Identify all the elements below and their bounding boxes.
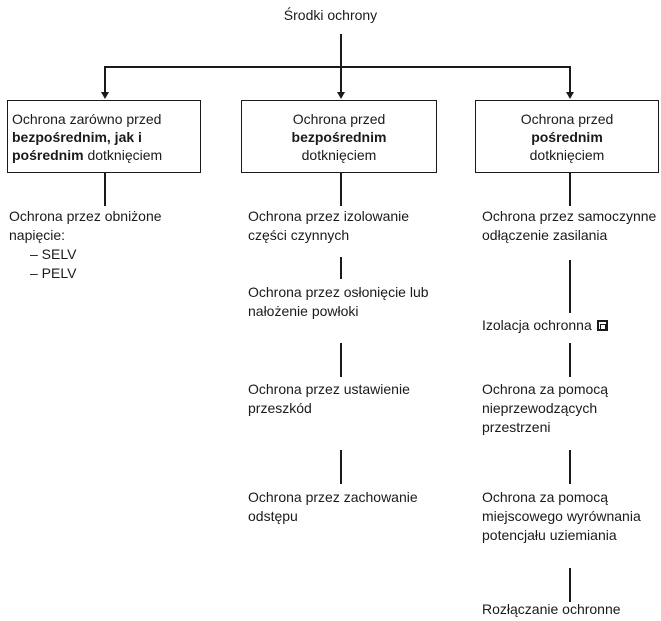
col-2-item-1-line1: Ochrona przez izolowanie	[248, 208, 410, 224]
col-3-item-3-line3: przestrzeni	[482, 419, 551, 435]
col-1-connector-line	[104, 173, 106, 206]
col-2-item-3: Ochrona przez ustawienie przeszkód	[248, 380, 410, 418]
branch-1-box-line2: bezpośrednim, jak i	[12, 128, 200, 146]
col-1-sub-item-selv: – SELV	[30, 246, 77, 262]
col-3-connector-line-4	[569, 450, 571, 484]
col-3-item-1: Ochrona przez samoczynne odłączenie zasi…	[482, 207, 656, 245]
col-3-connector-line-1	[569, 173, 571, 206]
branch-2-box-line2: bezpośrednim	[292, 128, 387, 146]
branch-1-box-line1: Ochrona zarówno przed	[12, 110, 162, 127]
col-3-item-5: Rozłączanie ochronne	[482, 600, 621, 619]
class-ii-double-square-icon	[596, 320, 608, 331]
col-1-item-1-line2: napięcie:	[9, 227, 66, 243]
col-2-connector-line-1	[340, 173, 342, 206]
col-3-item-4: Ochrona za pomocą miejscowego wyrównania…	[482, 488, 641, 545]
col-2-connector-line-2	[340, 257, 342, 279]
branch-1-arrow-icon	[101, 92, 109, 99]
col-2-connector-line-3	[340, 343, 342, 377]
branch-2-box-line3: dotknięciem	[301, 146, 377, 163]
col-3-item-3: Ochrona za pomocą nieprzewodzących przes…	[482, 380, 608, 437]
col-2-item-1: Ochrona przez izolowanie części czynnych	[248, 207, 409, 245]
branch-1-box-line3: pośrednim dotknięciem	[12, 146, 200, 164]
col-3-item-2-label: Izolacja ochronna	[482, 317, 592, 333]
branch-3-box-line3: dotknięciem	[529, 146, 605, 163]
branch-1-box-line3-bold: pośrednim	[12, 146, 84, 163]
col-1-item-1: Ochrona przez obniżone napięcie:	[9, 207, 162, 245]
col-2-item-2-line2: nałożenie powłoki	[248, 303, 359, 319]
col-2-connector-line-4	[340, 450, 342, 484]
col-2-item-4-line1: Ochrona przez zachowanie	[248, 489, 418, 505]
col-3-connector-line-3	[569, 343, 571, 377]
col-2-item-2-line1: Ochrona przez osłonięcie lub	[248, 284, 429, 300]
branch-1-drop-line	[104, 66, 106, 92]
col-3-item-4-line3: potencjału uziemiania	[482, 527, 617, 543]
branch-1-box-line2-bold: bezpośrednim, jak i	[12, 128, 142, 145]
col-1-item-1-line1: Ochrona przez obniżone	[9, 208, 162, 224]
branch-2-box: Ochrona przed bezpośrednim dotknięciem	[241, 100, 437, 173]
col-3-item-4-line2: miejscowego wyrównania	[482, 508, 641, 524]
branch-2-drop-line	[340, 66, 342, 92]
col-2-item-2: Ochrona przez osłonięcie lub nałożenie p…	[248, 283, 429, 321]
branch-2-box-line1: Ochrona przed	[292, 110, 386, 127]
col-3-item-3-line2: nieprzewodzących	[482, 400, 598, 416]
root-stem-line	[340, 34, 342, 66]
distribution-bar-line	[104, 66, 570, 68]
col-2-item-3-line2: przeszkód	[248, 400, 312, 416]
col-3-item-1-line2: odłączenie zasilania	[482, 227, 608, 243]
branch-3-box-line1: Ochrona przed	[520, 110, 614, 127]
col-2-item-4: Ochrona przez zachowanie odstępu	[248, 488, 418, 526]
branch-3-box-line2-bold: pośrednim	[531, 128, 603, 145]
col-2-item-3-line1: Ochrona przez ustawienie	[248, 381, 410, 397]
col-1-sub-item-pelv: – PELV	[30, 265, 77, 281]
col-3-item-1-line1: Ochrona przez samoczynne	[482, 208, 657, 224]
col-3-item-3-line1: Ochrona za pomocą	[482, 381, 609, 397]
col-3-connector-line-5	[569, 568, 571, 602]
col-2-item-4-line2: odstępu	[248, 508, 298, 524]
branch-3-arrow-icon	[566, 92, 574, 99]
branch-3-box-line2: pośrednim	[531, 128, 603, 146]
branch-1-box-line3-rest: dotknięciem	[83, 146, 163, 163]
root-node-title: Środki ochrony	[283, 7, 378, 23]
branch-1-box: Ochrona zarówno przed bezpośrednim, jak …	[7, 100, 201, 173]
branch-3-box: Ochrona przed pośrednim dotknięciem	[475, 100, 659, 173]
col-3-item-5-line1: Rozłączanie ochronne	[482, 601, 621, 617]
col-3-connector-line-2	[569, 260, 571, 313]
col-3-item-2: Izolacja ochronna	[482, 316, 608, 335]
branch-3-drop-line	[569, 66, 571, 92]
col-2-item-1-line2: części czynnych	[248, 227, 350, 243]
branch-2-box-line2-bold: bezpośrednim	[291, 128, 387, 145]
col-3-item-4-line1: Ochrona za pomocą	[482, 489, 609, 505]
branch-2-arrow-icon	[337, 92, 345, 99]
